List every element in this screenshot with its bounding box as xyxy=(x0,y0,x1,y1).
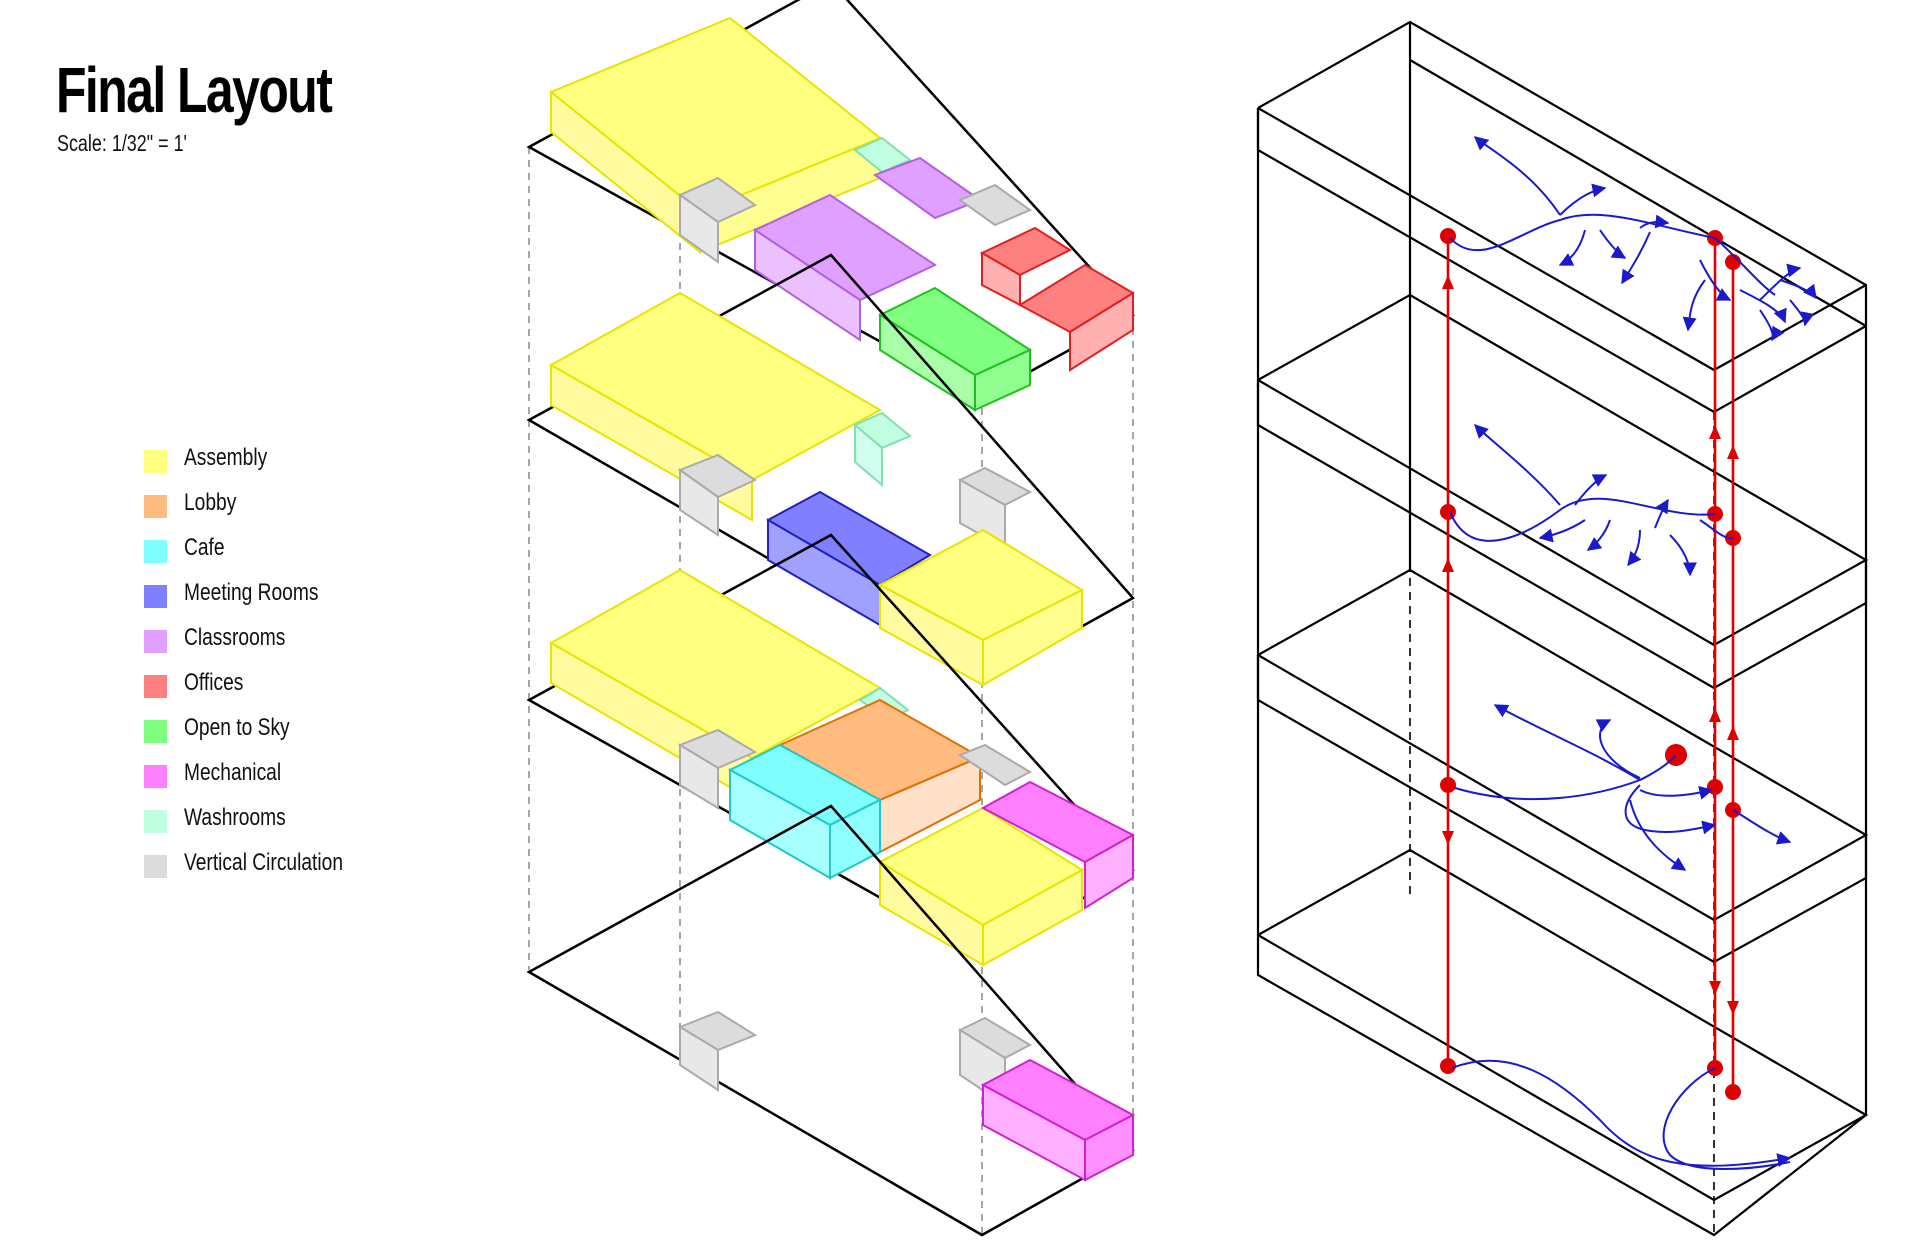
legend-label: Meeting Rooms xyxy=(184,579,319,606)
circulation-frame xyxy=(1256,20,1869,1237)
legend-item-mechanical: Mechanical xyxy=(144,755,424,800)
legend-label: Assembly xyxy=(184,444,268,471)
legend-item-open-to-sky: Open to Sky xyxy=(144,710,424,755)
legend-label: Cafe xyxy=(184,534,225,561)
scale-label: Scale: 1/32" = 1' xyxy=(57,130,187,156)
legend-label: Mechanical xyxy=(184,759,282,786)
legend-item-meeting-rooms: Meeting Rooms xyxy=(144,575,424,620)
legend-item-washrooms: Washrooms xyxy=(144,800,424,845)
legend-label: Lobby xyxy=(184,489,237,516)
legend-swatch xyxy=(144,855,167,878)
floor-plate-4 xyxy=(526,0,1135,412)
legend-swatch xyxy=(144,630,167,653)
legend-label: Vertical Circulation xyxy=(184,849,343,876)
legend-swatch xyxy=(144,495,167,518)
floor-plate-3 xyxy=(526,253,1135,687)
legend-item-assembly: Assembly xyxy=(144,440,424,485)
legend-item-classrooms: Classrooms xyxy=(144,620,424,665)
legend-swatch xyxy=(144,585,167,608)
floor-plate-1 xyxy=(526,804,1136,1237)
legend-label: Open to Sky xyxy=(184,714,290,741)
legend-item-cafe: Cafe xyxy=(144,530,424,575)
legend-label: Washrooms xyxy=(184,804,286,831)
legend-swatch xyxy=(144,765,167,788)
floor-plate-2 xyxy=(526,533,1136,967)
flow-arrows xyxy=(1449,136,1817,1170)
legend-item-offices: Offices xyxy=(144,665,424,710)
legend-item-vertical-circulation: Vertical Circulation xyxy=(144,845,424,890)
legend-item-lobby: Lobby xyxy=(144,485,424,530)
page-title: Final Layout xyxy=(56,54,333,126)
legend-swatch xyxy=(144,720,167,743)
legend-label: Classrooms xyxy=(184,624,286,651)
legend-swatch xyxy=(144,675,167,698)
legend-swatch xyxy=(144,810,167,833)
legend-swatch xyxy=(144,540,167,563)
legend-label: Offices xyxy=(184,669,244,696)
legend-swatch xyxy=(144,450,167,473)
vertical-circulation-lines xyxy=(1446,235,1735,1092)
circulation-nodes xyxy=(1440,228,1741,1100)
